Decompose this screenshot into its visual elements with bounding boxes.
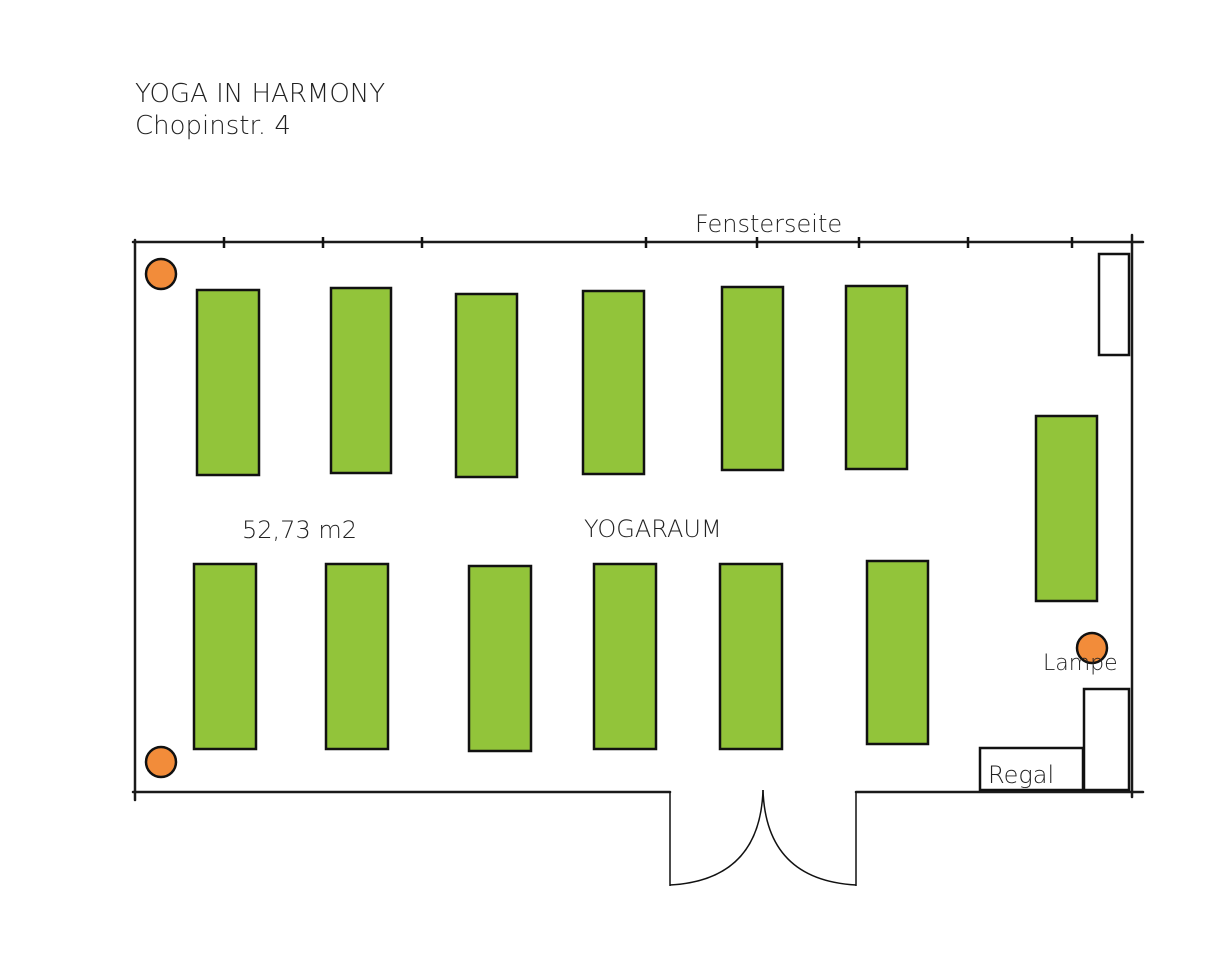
yoga-mat [720,285,785,472]
yoga-mat [329,286,393,475]
shelf-label: Regal [988,761,1054,789]
lamp-icon [144,257,178,291]
cupboard [1082,687,1131,792]
walls [131,233,1145,802]
studio-address: Chopinstr. 4 [135,111,291,141]
yoga-mat [844,284,909,471]
yoga-mat [195,288,261,477]
yoga-mat [324,562,390,751]
studio-title: YOGA IN HARMONY [135,79,385,109]
lamp-icon [144,745,178,779]
yoga-mat [865,559,930,746]
room-label: YOGARAUM [584,515,722,543]
lamp-label: Lampe [1043,651,1118,676]
cabinet [1097,252,1131,357]
area-label: 52,73 m2 [242,516,357,544]
shelf [978,746,1085,792]
yoga-mats [192,284,1099,753]
window-ticks [222,237,1074,248]
yoga-mat-teacher [1034,414,1099,603]
yoga-mat [454,292,519,479]
yoga-mat [718,562,784,751]
yoga-mat [592,562,658,751]
yoga-mat [192,562,258,751]
window-side-label: Fensterseite [695,210,842,238]
yoga-mat [581,289,646,476]
yoga-mat [467,564,533,753]
lamp-icon [1075,631,1109,665]
double-door [669,789,857,886]
